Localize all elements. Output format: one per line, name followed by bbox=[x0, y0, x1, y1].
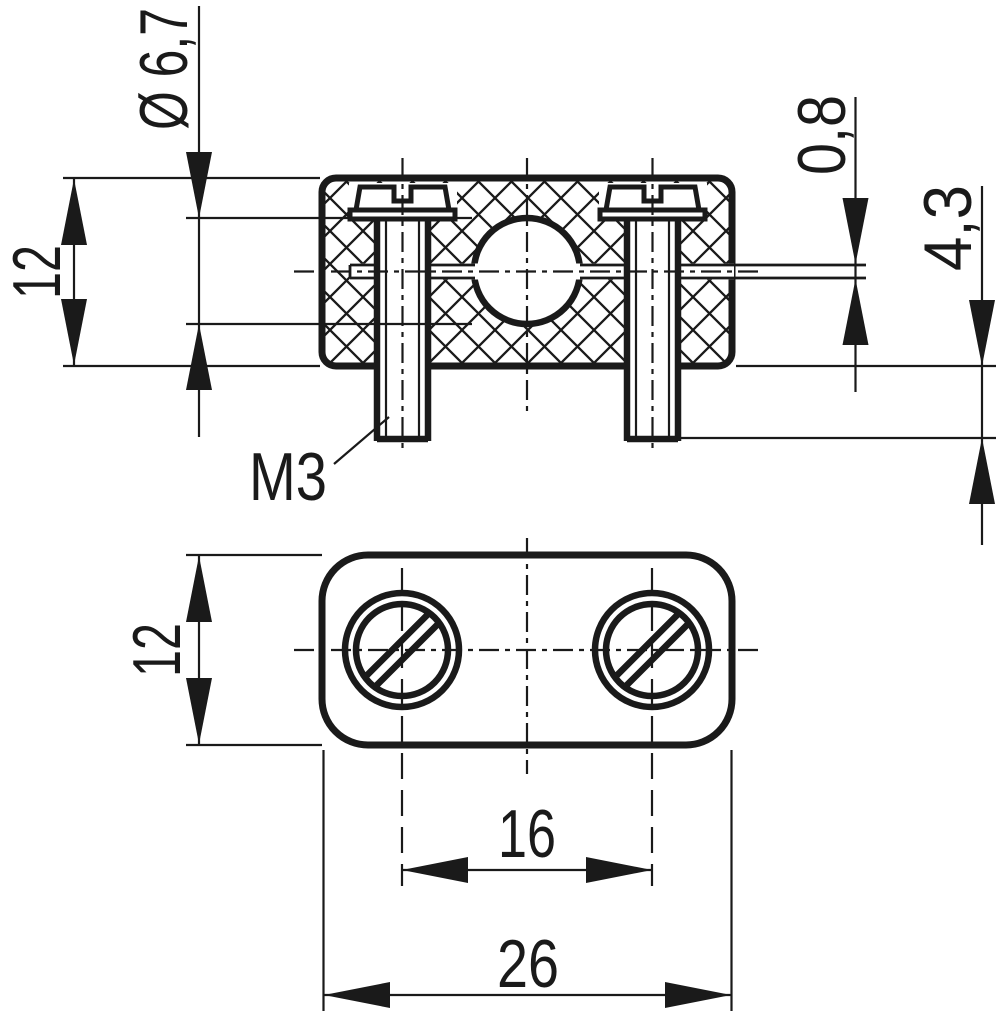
arrowhead bbox=[186, 324, 212, 390]
screw-right-head bbox=[603, 184, 702, 213]
leader-line bbox=[333, 416, 390, 465]
dim-label-top-height: 12 bbox=[119, 623, 195, 677]
arrowhead bbox=[186, 152, 212, 218]
front-section-view bbox=[294, 158, 866, 450]
dim-overall-width: 26 bbox=[322, 750, 733, 1011]
dim-label-hole-diameter: Ø 6,7 bbox=[126, 8, 202, 130]
label-thread: M3 bbox=[249, 416, 390, 515]
screw-right-slot bbox=[612, 610, 692, 690]
arrowhead bbox=[186, 678, 212, 744]
arrowhead bbox=[842, 198, 869, 264]
arrowhead bbox=[402, 857, 468, 883]
screw-left-head bbox=[353, 184, 452, 213]
arrowhead bbox=[61, 179, 87, 245]
screw-left-slot bbox=[362, 610, 442, 690]
arrowhead bbox=[586, 857, 652, 883]
dim-label-overall-width: 26 bbox=[497, 926, 559, 1002]
dim-screw-protrusion: 4,3 bbox=[681, 185, 996, 545]
arrowhead bbox=[186, 556, 212, 622]
arrowhead bbox=[969, 438, 995, 504]
dim-slot-width: 0,8 bbox=[784, 95, 869, 392]
dim-hole-diameter: Ø 6,7 bbox=[126, 6, 472, 437]
bottom-centerlines bbox=[294, 538, 760, 886]
arrowhead bbox=[842, 279, 869, 345]
dim-front-height: 12 bbox=[0, 176, 320, 368]
dim-label-hole-spacing: 16 bbox=[498, 796, 556, 872]
arrowhead bbox=[324, 982, 390, 1008]
section-centerlines bbox=[294, 158, 760, 450]
dim-label-thread: M3 bbox=[249, 439, 327, 515]
dim-top-height: 12 bbox=[119, 553, 322, 747]
bottom-view bbox=[294, 538, 760, 886]
dim-label-screw-protrusion: 4,3 bbox=[910, 185, 986, 271]
arrowhead bbox=[61, 299, 87, 365]
arrowhead bbox=[665, 982, 731, 1008]
dim-label-front-height: 12 bbox=[0, 245, 75, 299]
dim-label-slot-width: 0,8 bbox=[784, 95, 860, 175]
dim-hole-spacing: 16 bbox=[402, 796, 652, 883]
arrowhead bbox=[969, 300, 995, 366]
